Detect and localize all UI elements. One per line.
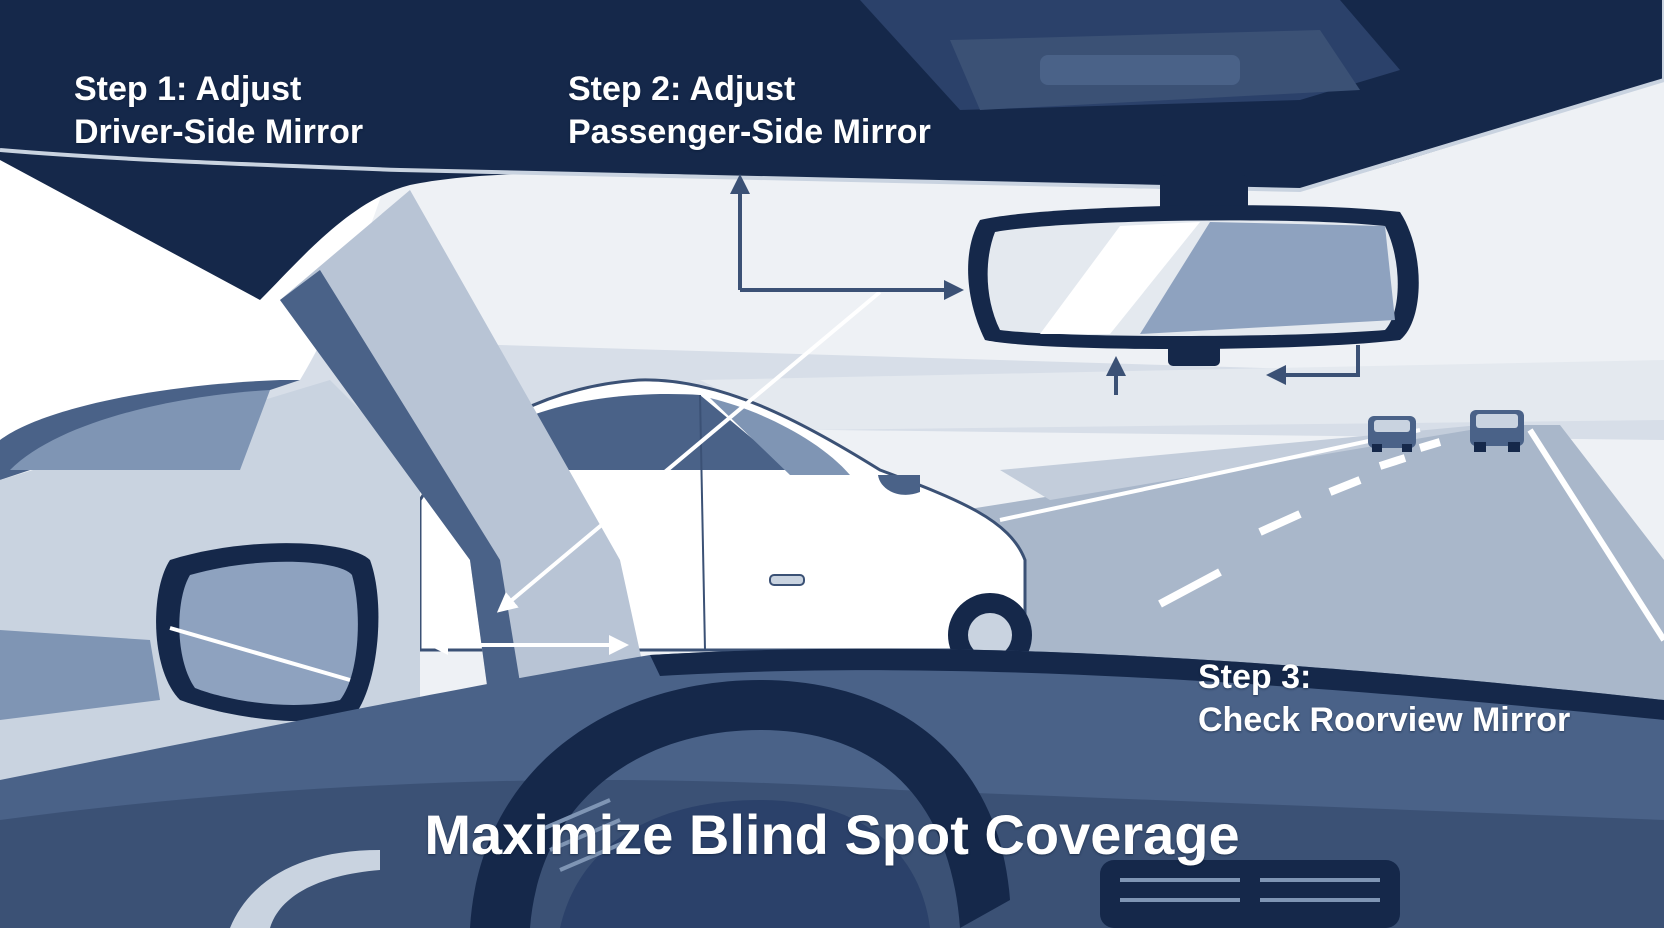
dashboard-top	[650, 648, 1664, 720]
step-3-line-2: Check Roorview Mirror	[1198, 700, 1571, 739]
step-1-line-2: Driver-Side Mirror	[74, 112, 364, 151]
steering-wheel	[470, 680, 1010, 928]
door-handle	[230, 850, 380, 928]
step-2-line-2: Passenger-Side Mirror	[568, 112, 931, 151]
step-2-label: Step 2: Adjust Passenger-Side Mirror	[568, 68, 931, 153]
step-2-line-1: Step 2: Adjust	[568, 70, 796, 108]
diagram-title: Maximize Blind Spot Coverage	[424, 803, 1240, 866]
adjustment-arrows	[428, 290, 882, 655]
roof-edge	[0, 0, 1664, 193]
lane-dashes	[1158, 438, 1442, 608]
step-1-line-1: Step 1: Adjust	[74, 70, 302, 108]
step-3-label: Step 3: Check Roorview Mirror	[1198, 656, 1570, 741]
dome-light	[1040, 55, 1240, 85]
step-1-label: Step 1: Adjust Driver-Side Mirror	[74, 68, 363, 153]
rearview-mirror	[968, 175, 1419, 366]
lane-edge-left	[999, 428, 1421, 522]
arrow-icon	[1266, 345, 1360, 385]
center-vents	[1100, 860, 1400, 928]
driver-side-mirror	[0, 543, 379, 722]
distant-car-right	[1470, 410, 1524, 452]
side-window-car-window	[10, 390, 270, 470]
horizon-band-light	[700, 360, 1664, 430]
distant-car-left	[1368, 416, 1416, 452]
mirror-arrows	[730, 174, 1360, 395]
step-3-line-1: Step 3:	[1198, 658, 1312, 696]
road	[900, 425, 1664, 700]
arrow-icon	[496, 290, 882, 613]
lane-edge-right	[1527, 428, 1664, 642]
